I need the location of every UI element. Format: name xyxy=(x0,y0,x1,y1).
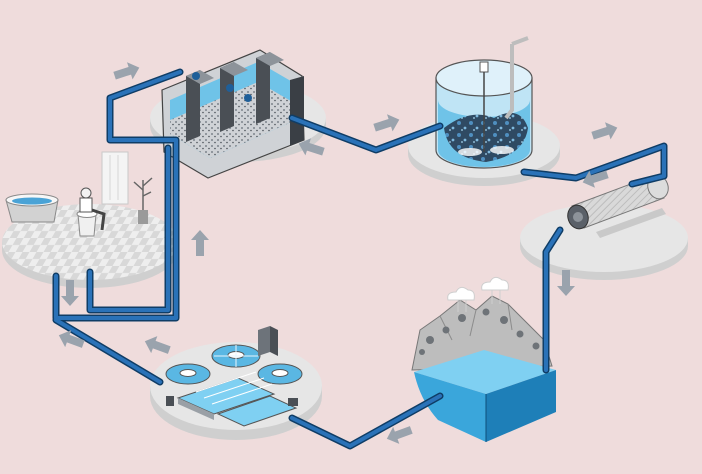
up-arrow-icon xyxy=(191,230,209,256)
filter-cylinder-icon xyxy=(567,174,669,238)
treatment-plant-icon xyxy=(165,326,303,427)
left-arrow-icon xyxy=(386,426,413,444)
down-arrow-icon xyxy=(557,270,575,296)
station-filter-pipe xyxy=(520,174,688,280)
station-treatment-plant xyxy=(150,326,322,440)
right-arrow-icon xyxy=(113,62,140,80)
station-lake xyxy=(411,276,556,442)
lake-landscape-icon xyxy=(411,276,556,442)
left-arrow-icon xyxy=(144,336,171,354)
station-aeration-tank xyxy=(408,36,560,186)
left-arrow-icon xyxy=(58,330,85,348)
home-platform xyxy=(2,204,178,280)
station-home xyxy=(2,151,178,288)
right-arrow-icon xyxy=(373,114,400,132)
right-arrow-icon xyxy=(591,122,618,140)
bathroom-icon xyxy=(5,177,153,237)
left-arrow-icon xyxy=(582,170,609,188)
pipe-network xyxy=(52,68,668,450)
station-settling-tanks xyxy=(150,49,326,179)
settling-tanks-icon xyxy=(161,49,305,179)
down-arrow-icon xyxy=(61,280,79,306)
aeration-tank-icon xyxy=(435,36,533,169)
left-arrow-icon xyxy=(298,138,325,156)
